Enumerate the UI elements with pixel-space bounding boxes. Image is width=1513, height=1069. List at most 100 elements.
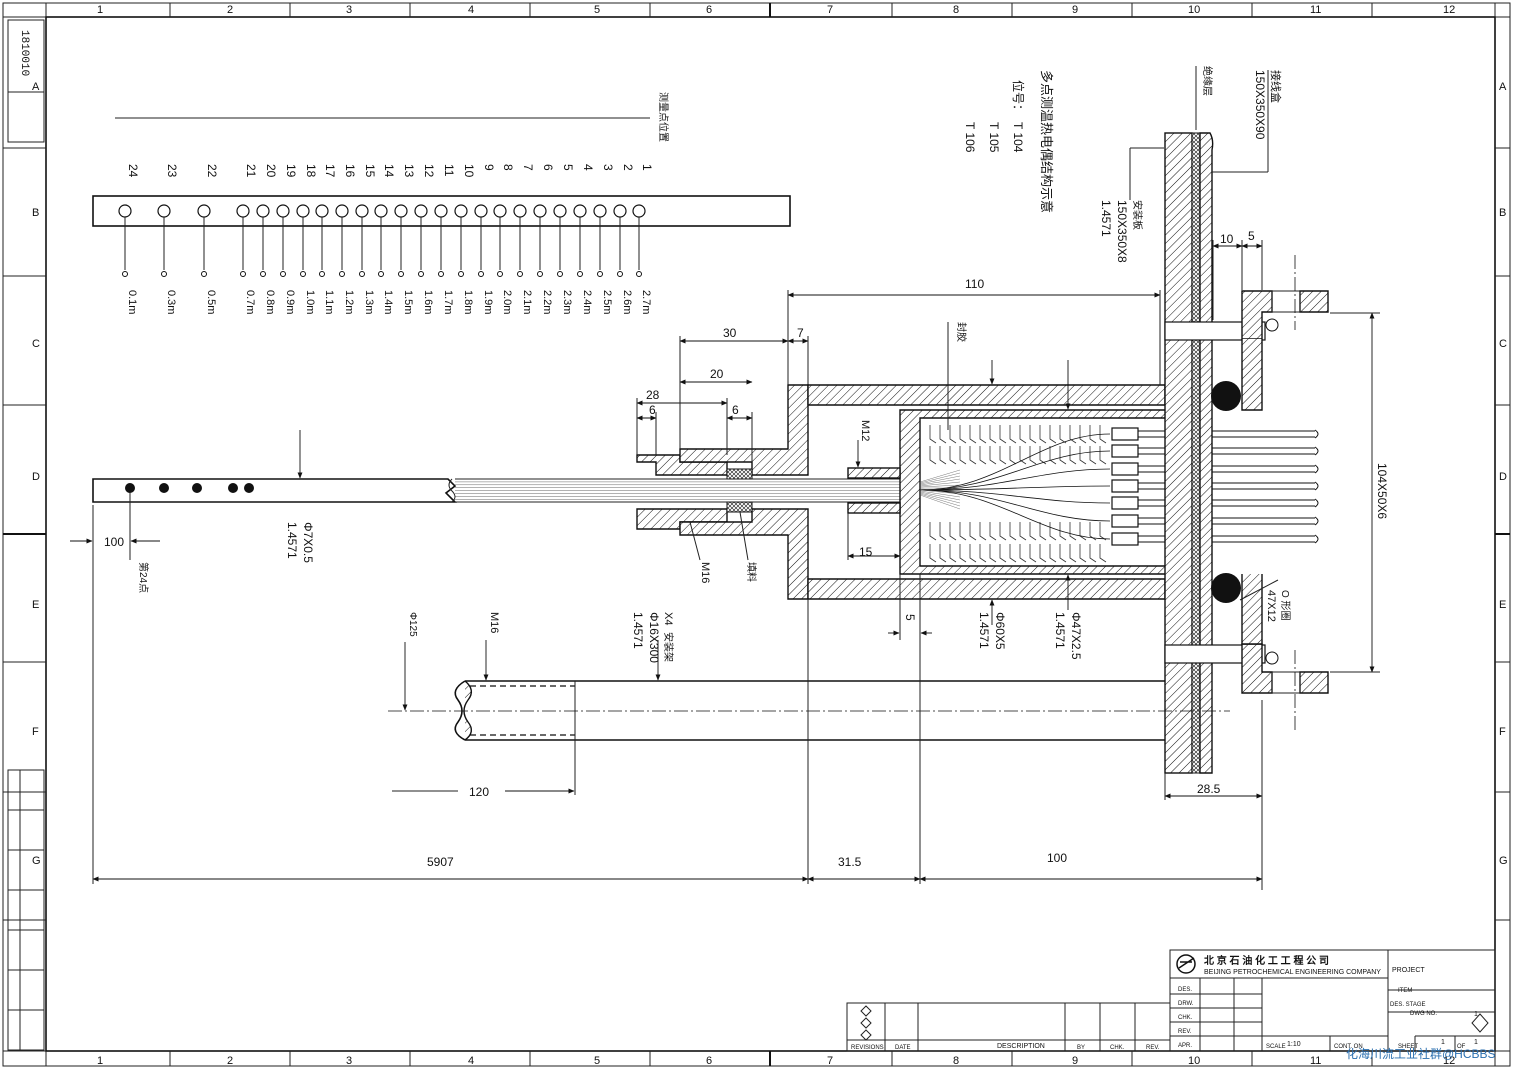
- measure-points-label: 测量点位置: [657, 92, 670, 142]
- dim-6b: 6: [732, 403, 739, 417]
- col-label-bottom: 11: [1310, 1055, 1321, 1067]
- dim-15: 15: [859, 545, 873, 559]
- tb-drw: DRW.: [1178, 1001, 1194, 1007]
- col-label-top: 3: [346, 4, 352, 16]
- company-en: BEIJING PETROCHEMICAL ENGINEERING COMPAN…: [1204, 969, 1381, 976]
- m16-left: M16: [699, 562, 711, 583]
- measure-point: 161.2m: [335, 164, 357, 314]
- mounting-plate-size: 150X350X8: [1115, 200, 1129, 263]
- measure-point: 181.0m: [296, 164, 318, 314]
- col-label-bottom: 5: [594, 1055, 600, 1067]
- mounting-plate-label: 安装板: [1131, 200, 1144, 230]
- point-number: 24: [126, 164, 140, 178]
- point-depth: 1.8m: [462, 290, 474, 314]
- row-label-right: A: [1499, 81, 1507, 93]
- tb-dwg-no: DWG NO.: [1410, 1011, 1437, 1017]
- point-depth: 1.6m: [422, 290, 434, 314]
- dim-100-bottom: 100: [1047, 851, 1067, 865]
- rev-diamond-icon: [1471, 1013, 1489, 1033]
- point-number: 18: [304, 164, 318, 178]
- dim-10: 10: [1220, 232, 1234, 246]
- rev-description: DESCRIPTION: [997, 1043, 1045, 1050]
- measure-point: 11 1.7m: [434, 164, 456, 314]
- gland-fitting: M16 填料 28 6 6 20 30 7: [636, 290, 809, 600]
- measure-point: 82.0m: [493, 164, 515, 314]
- watermark: 化海川流工业社群@HCBBS: [1346, 1046, 1496, 1061]
- point-circle: [454, 204, 468, 218]
- col-label-bottom: 10: [1188, 1055, 1200, 1067]
- point-number: 4: [581, 164, 595, 171]
- point-number: 21: [244, 164, 258, 178]
- row-label-left: D: [32, 471, 40, 483]
- point-number: 20: [264, 164, 278, 178]
- left-stamp: 1810010: [7, 19, 45, 1051]
- col-label-bottom: 8: [953, 1055, 959, 1067]
- point-depth: 1.7m: [442, 290, 454, 314]
- point-number: 7: [521, 164, 535, 171]
- col-label-top: 5: [594, 4, 600, 16]
- measure-point: 220.5m: [197, 164, 219, 314]
- tb-rev-value: 1: [1474, 1011, 1478, 1018]
- inner-sleeve: Φ47X2.5 1.4571 封胶 M12 15 5: [847, 322, 1197, 660]
- shell-material: 1.4571: [977, 612, 991, 649]
- row-label-right: E: [1499, 599, 1506, 611]
- point-circle: [276, 204, 290, 218]
- tube-material: 1.4571: [285, 522, 299, 559]
- col-label-bottom: 9: [1072, 1055, 1078, 1067]
- tb-scale-value: 1:10: [1287, 1041, 1301, 1048]
- point-circle: [296, 204, 310, 218]
- col-label-top: 2: [227, 4, 233, 16]
- point-depth: 2.1m: [521, 290, 533, 314]
- measure-point: 101.8m: [454, 164, 476, 314]
- point-depth: 0.5m: [205, 290, 217, 314]
- point-circle: [236, 204, 250, 218]
- rev-rev: REV.: [1146, 1045, 1160, 1051]
- point-circle: [533, 204, 547, 218]
- sensor-tube: Φ7X0.5 1.4571 100 第24点: [70, 430, 920, 593]
- insulation-label: 绝缘层: [1201, 66, 1214, 96]
- measure-points: 测量点位置 12.7m22.6m32.5m42.4m52.3m62.2m72.1…: [92, 92, 791, 314]
- measure-point: 200.8m: [256, 164, 278, 314]
- col-label-bottom: 6: [706, 1055, 712, 1067]
- bracket-rod: M16 Φ125 X4 安装架 Φ16X300 1.4571 120: [388, 612, 1230, 799]
- point-number: 12: [422, 164, 436, 178]
- point-number: 11: [442, 164, 456, 177]
- row-label-left: E: [32, 599, 39, 611]
- point-depth: 1.2m: [343, 290, 355, 314]
- point-depth: 0.3m: [165, 290, 177, 314]
- col-label-bottom: 3: [346, 1055, 352, 1067]
- row-label-right: G: [1499, 855, 1508, 867]
- rev-date: DATE: [895, 1045, 911, 1051]
- point-number: 3: [601, 164, 615, 171]
- rev-revisions: REVISIONS: [851, 1045, 884, 1051]
- point-depth: 2.0m: [501, 290, 513, 314]
- company-title-block: 北 京 石 油 化 工 工 程 公 司 BEIJING PETROCHEMICA…: [1169, 949, 1496, 1052]
- shell-spec: Φ60X5: [993, 612, 1007, 650]
- col-label-bottom: 12: [1443, 1055, 1455, 1067]
- point-depth: 1.3m: [363, 290, 375, 314]
- tube-spec: Φ7X0.5: [301, 522, 315, 563]
- col-label-bottom: 1: [97, 1055, 103, 1067]
- measure-point: 22.6m: [613, 164, 635, 314]
- terminal: [1111, 496, 1319, 510]
- dim-7: 7: [797, 326, 804, 340]
- drawing-title: 多点测温热电偶结构示意: [1039, 70, 1054, 213]
- tb-of: OF: [1457, 1044, 1466, 1050]
- overall-dimensions: 5907 31.5 100: [92, 505, 1263, 884]
- row-label-left: A: [32, 81, 40, 93]
- row-label-right: F: [1499, 726, 1506, 738]
- packing-label: 填料: [745, 562, 758, 582]
- dim-6a: 6: [649, 403, 656, 417]
- col-label-top: 1: [97, 4, 103, 16]
- outer-shell: Φ60X5 1.4571 110: [787, 277, 1166, 650]
- tag-t104: T 104: [1011, 122, 1025, 153]
- point-depth: 2.4m: [581, 290, 593, 314]
- phi125-label: Φ125: [407, 612, 418, 637]
- dim-120: 120: [469, 785, 489, 799]
- point-number: 15: [363, 164, 377, 178]
- col-label-top: 9: [1072, 4, 1078, 16]
- point-circle: [256, 204, 270, 218]
- point-circle: [593, 204, 607, 218]
- point-circle: [157, 204, 171, 218]
- measure-point: 171.1m: [315, 164, 337, 314]
